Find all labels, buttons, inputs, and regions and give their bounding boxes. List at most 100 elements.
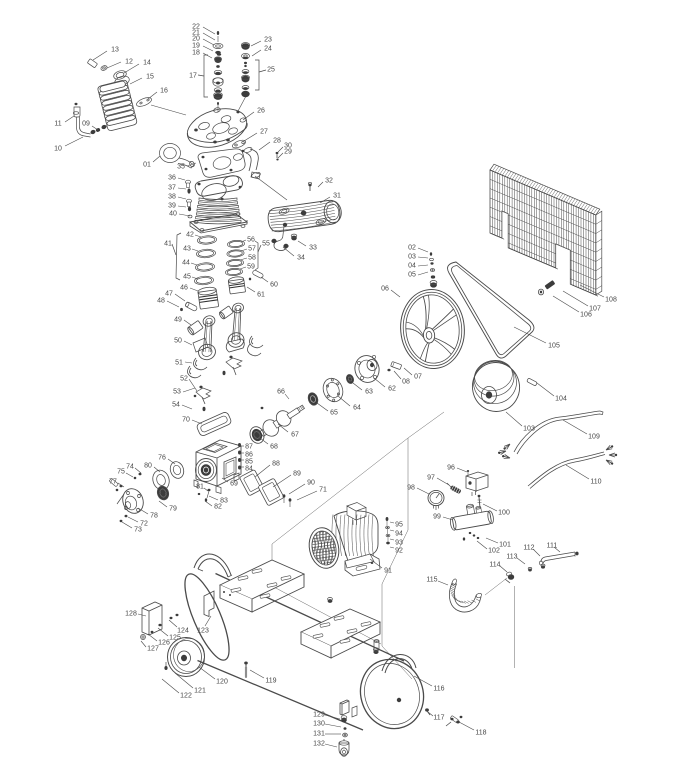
- svg-text:79: 79: [169, 506, 177, 513]
- svg-text:88: 88: [272, 461, 280, 468]
- svg-text:64: 64: [353, 405, 361, 412]
- svg-text:20: 20: [192, 36, 200, 43]
- svg-text:105: 105: [548, 343, 560, 350]
- svg-text:101: 101: [499, 542, 511, 549]
- svg-text:107: 107: [589, 306, 601, 313]
- svg-text:75: 75: [117, 469, 125, 476]
- svg-text:126: 126: [158, 640, 170, 647]
- svg-text:89: 89: [293, 471, 301, 478]
- svg-text:31: 31: [333, 193, 341, 200]
- svg-text:76: 76: [158, 455, 166, 462]
- svg-text:22: 22: [192, 24, 200, 31]
- svg-text:06: 06: [381, 286, 389, 293]
- svg-text:113: 113: [506, 554, 517, 561]
- svg-text:90: 90: [307, 480, 315, 487]
- svg-text:102: 102: [488, 548, 500, 555]
- svg-text:65: 65: [330, 410, 338, 417]
- svg-text:44: 44: [182, 260, 190, 267]
- svg-text:123: 123: [197, 628, 209, 635]
- svg-text:05: 05: [408, 272, 416, 279]
- svg-text:67: 67: [291, 432, 299, 439]
- svg-text:130: 130: [313, 721, 325, 728]
- svg-text:71: 71: [319, 487, 327, 494]
- svg-text:104: 104: [555, 396, 567, 403]
- svg-text:74: 74: [126, 464, 134, 471]
- svg-text:42: 42: [186, 232, 194, 239]
- svg-text:86: 86: [245, 452, 253, 459]
- svg-text:85: 85: [245, 459, 253, 466]
- svg-text:49: 49: [174, 317, 182, 324]
- svg-text:99: 99: [433, 514, 441, 521]
- svg-text:96: 96: [447, 465, 455, 472]
- svg-text:81: 81: [196, 484, 204, 491]
- svg-text:25: 25: [267, 67, 275, 74]
- svg-text:120: 120: [216, 679, 228, 686]
- svg-text:02: 02: [408, 245, 416, 252]
- svg-text:97: 97: [427, 475, 435, 482]
- svg-text:112: 112: [523, 545, 534, 552]
- svg-text:60: 60: [270, 282, 278, 289]
- svg-text:82: 82: [214, 504, 222, 511]
- svg-text:115: 115: [426, 577, 437, 584]
- svg-text:92: 92: [395, 548, 403, 555]
- svg-text:16: 16: [160, 88, 168, 95]
- svg-text:18: 18: [192, 50, 200, 57]
- svg-text:38: 38: [168, 194, 176, 201]
- svg-text:78: 78: [150, 513, 158, 520]
- svg-text:63: 63: [365, 389, 373, 396]
- svg-text:24: 24: [264, 46, 272, 53]
- svg-text:121: 121: [194, 688, 206, 695]
- svg-text:09: 09: [82, 121, 90, 128]
- svg-text:87: 87: [245, 444, 253, 451]
- svg-text:27: 27: [260, 129, 268, 136]
- svg-text:114: 114: [489, 562, 500, 569]
- svg-text:131: 131: [313, 731, 325, 738]
- svg-text:32: 32: [325, 178, 333, 185]
- svg-text:95: 95: [395, 522, 403, 529]
- svg-text:41: 41: [164, 241, 172, 248]
- svg-text:52: 52: [180, 376, 188, 383]
- svg-text:59: 59: [247, 264, 255, 271]
- svg-text:34: 34: [297, 255, 305, 262]
- svg-text:17: 17: [189, 73, 197, 80]
- svg-text:36: 36: [168, 175, 176, 182]
- svg-text:21: 21: [192, 30, 200, 37]
- svg-text:55: 55: [262, 241, 270, 248]
- svg-text:61: 61: [257, 292, 265, 299]
- svg-text:51: 51: [175, 360, 183, 367]
- svg-text:08: 08: [402, 379, 410, 386]
- svg-text:12: 12: [125, 59, 133, 66]
- svg-text:23: 23: [264, 37, 272, 44]
- svg-text:84: 84: [245, 466, 253, 473]
- svg-text:94: 94: [395, 531, 403, 538]
- svg-text:53: 53: [173, 389, 181, 396]
- svg-text:56: 56: [247, 237, 255, 244]
- svg-text:19: 19: [192, 43, 200, 50]
- svg-text:11: 11: [54, 121, 61, 128]
- svg-text:46: 46: [180, 285, 188, 292]
- svg-text:30: 30: [284, 143, 292, 150]
- svg-text:116: 116: [433, 686, 444, 693]
- svg-text:93: 93: [395, 540, 403, 547]
- svg-text:70: 70: [182, 417, 190, 424]
- svg-text:48: 48: [157, 298, 165, 305]
- svg-text:04: 04: [408, 263, 416, 270]
- svg-text:128: 128: [125, 611, 137, 618]
- svg-text:35: 35: [177, 164, 185, 171]
- svg-text:39: 39: [168, 203, 176, 210]
- svg-text:106: 106: [580, 312, 592, 319]
- svg-text:132: 132: [313, 741, 325, 748]
- svg-text:43: 43: [183, 246, 191, 253]
- svg-text:58: 58: [248, 255, 256, 262]
- svg-text:10: 10: [54, 146, 62, 153]
- svg-text:77: 77: [109, 479, 117, 486]
- svg-text:122: 122: [180, 693, 192, 700]
- svg-text:124: 124: [177, 628, 189, 635]
- svg-text:98: 98: [407, 485, 415, 492]
- svg-text:69: 69: [230, 481, 238, 488]
- svg-text:07: 07: [414, 374, 422, 381]
- svg-text:103: 103: [523, 426, 535, 433]
- svg-text:68: 68: [270, 444, 278, 451]
- svg-text:125: 125: [169, 635, 181, 642]
- svg-text:118: 118: [475, 730, 486, 737]
